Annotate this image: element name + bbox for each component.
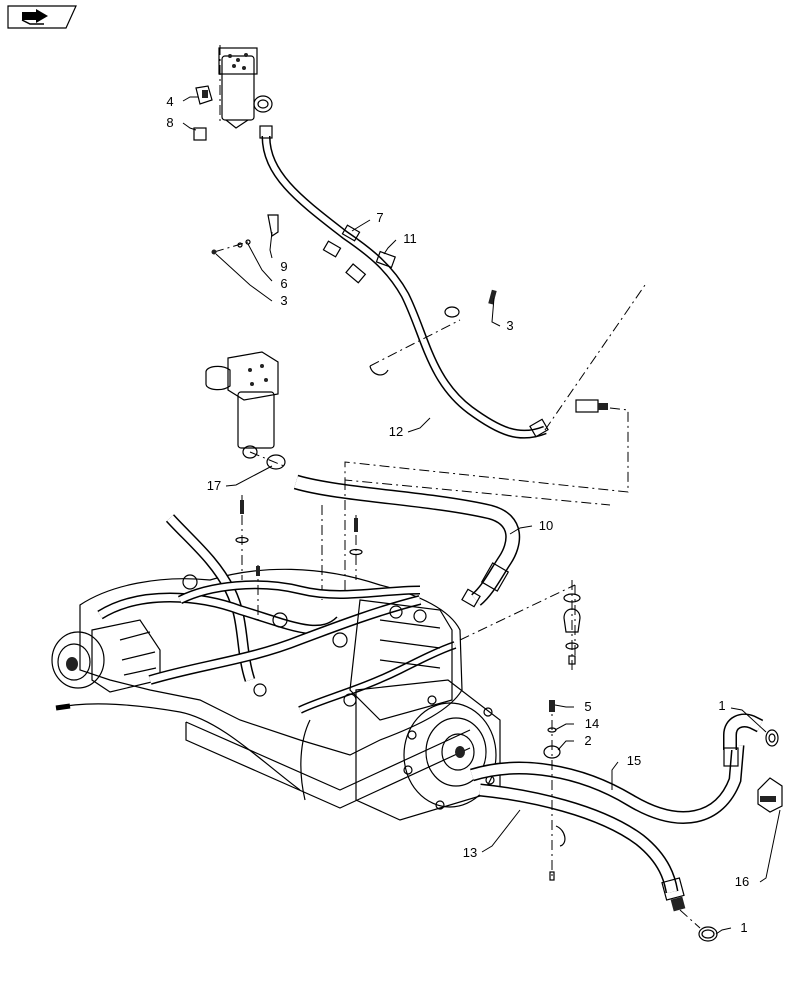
callout-10: 10 (539, 518, 553, 533)
callout-1-bottom: 1 (740, 920, 747, 935)
lower-hoses (470, 700, 783, 942)
callout-5: 5 (584, 699, 591, 714)
callout-6: 4 (166, 94, 173, 109)
callout-12: 12 (389, 424, 403, 439)
upper-filter-assembly (195, 45, 273, 129)
callout-3-left: 3 (280, 293, 287, 308)
callout-1-top: 1 (718, 698, 725, 713)
callout-7: 7 (376, 210, 383, 225)
pump-engine-assembly (51, 480, 581, 809)
callout-17: 17 (207, 478, 221, 493)
callout-3-right: 3 (506, 318, 513, 333)
callout-13: 13 (463, 845, 477, 860)
callout-8: 8 (166, 115, 173, 130)
callout-2: 2 (584, 733, 591, 748)
callout-11: 11 (403, 231, 417, 246)
upper-hoses (193, 125, 646, 506)
callout-15: 15 (627, 753, 641, 768)
callout-9: 9 (280, 259, 287, 274)
callout-labels: 4 8 7 11 9 6 3 3 12 17 10 5 14 2 1 15 13… (166, 94, 749, 935)
lower-filter-assembly (205, 351, 286, 470)
leader-lines (182, 96, 781, 935)
previous-page-arrow-icon[interactable] (7, 5, 77, 29)
callout-16: 16 (735, 874, 749, 889)
callout-4: 6 (280, 276, 287, 291)
callout-14: 14 (585, 716, 599, 731)
hose-10 (293, 474, 521, 608)
